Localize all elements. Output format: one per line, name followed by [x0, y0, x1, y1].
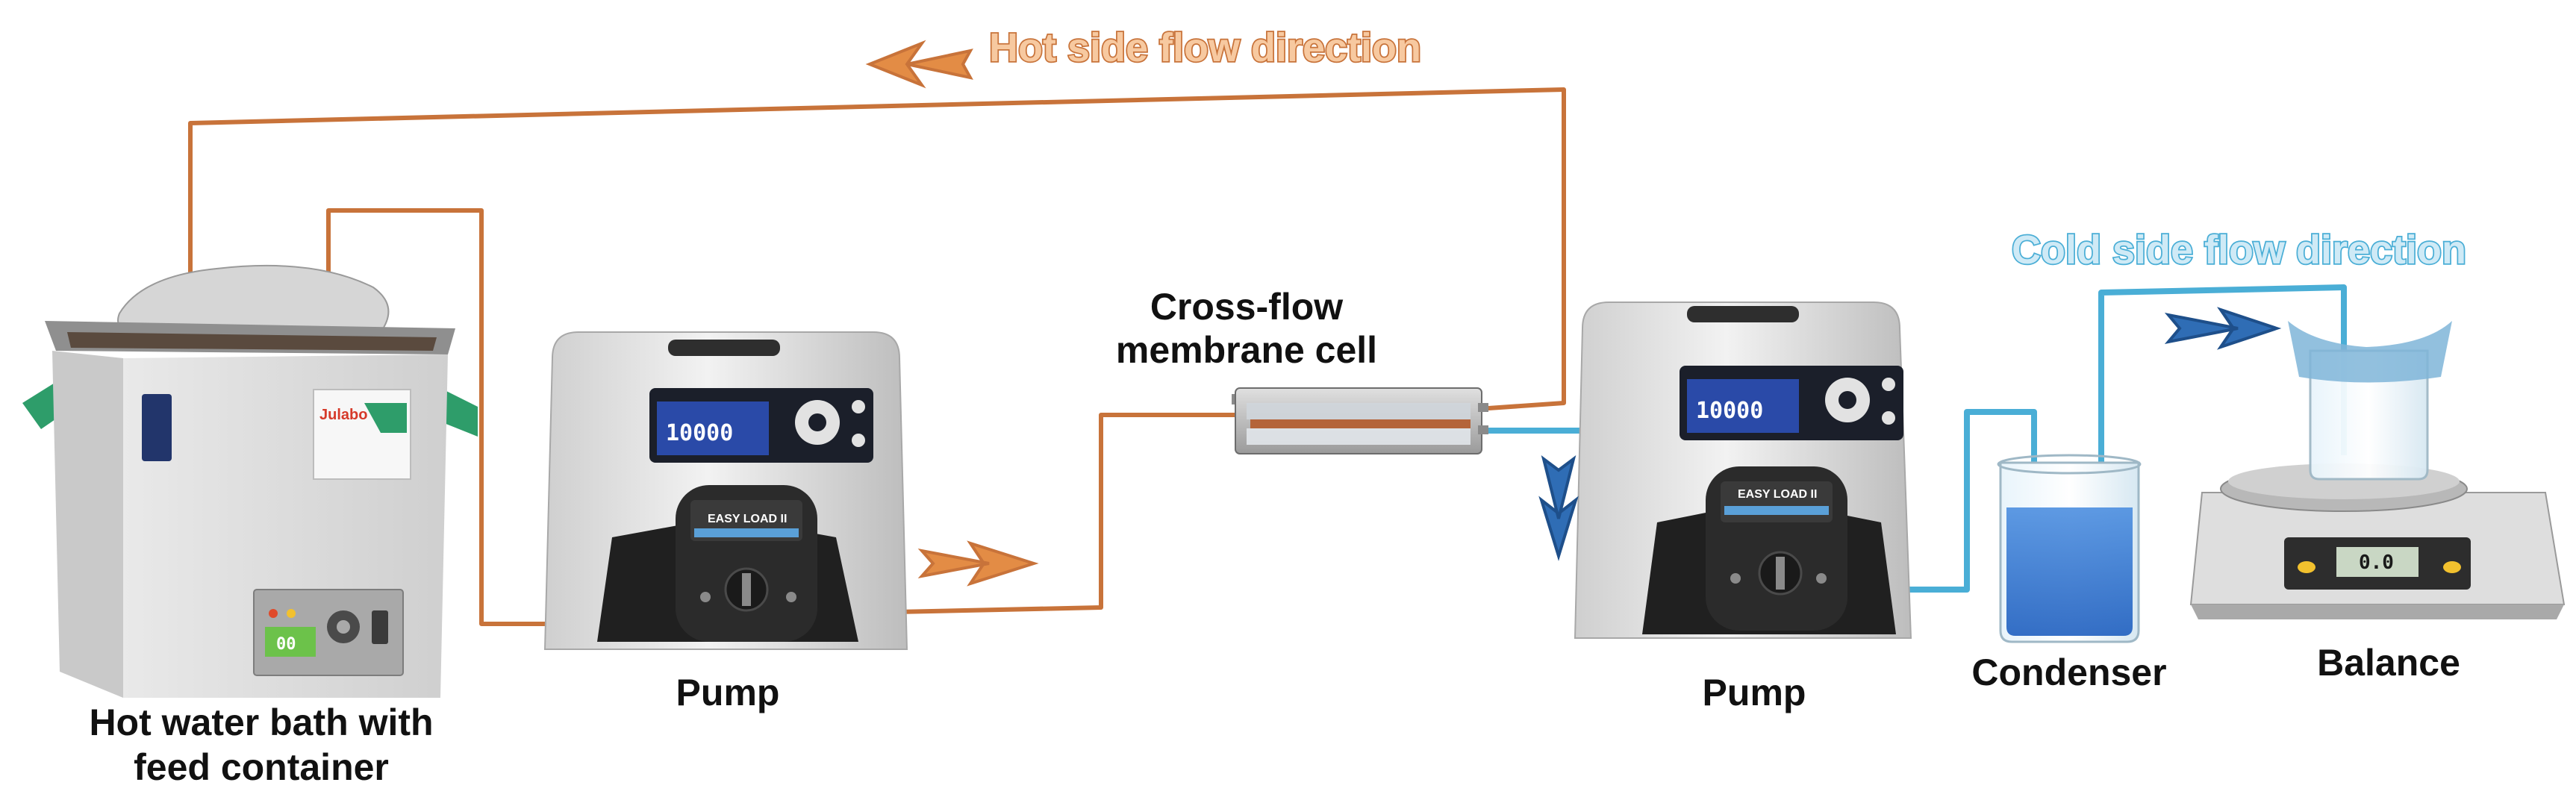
hot-pump-label: Pump	[676, 672, 780, 713]
hot-water-bath: Julabo 00	[22, 264, 478, 698]
membrane-cell-label-line2: membrane cell	[1116, 329, 1377, 371]
balance-label: Balance	[2317, 642, 2460, 684]
condenser-beaker	[1997, 454, 2142, 643]
bath-display-readout: 00	[276, 635, 296, 654]
hot-flow-arrow-middle	[917, 540, 1039, 587]
membrane-cell-label-line1: Cross-flow	[1150, 286, 1343, 328]
hot-pump-display: 10000	[666, 420, 733, 446]
hot-bath-label-line1: Hot water bath with	[89, 702, 433, 743]
cold-flow-arrow-right	[2164, 307, 2282, 350]
cold-side-flow-title: Cold side flow direction	[2012, 228, 2466, 272]
balance: 0.0	[2189, 321, 2566, 619]
hot-side-flow-title: Hot side flow direction	[989, 25, 1421, 70]
bath-brand-label: Julabo	[319, 407, 367, 423]
hot-pump: 10000 EASY LOAD II	[543, 331, 908, 650]
balance-display: 0.0	[2359, 552, 2394, 574]
hot-bath-label-line2: feed container	[134, 746, 389, 788]
cold-pump: 10000 EASY LOAD II	[1574, 301, 1912, 639]
condenser-label: Condenser	[1971, 652, 2166, 693]
hot-flow-arrow-top	[865, 40, 973, 89]
cold-flow-arrow-down	[1538, 455, 1579, 561]
membrane-cell	[1232, 387, 1488, 454]
cold-pump-label: Pump	[1703, 672, 1806, 713]
cold-pump-head-label: EASY LOAD II	[1738, 488, 1817, 501]
hot-pump-head-label: EASY LOAD II	[708, 513, 787, 525]
cold-pump-display: 10000	[1696, 398, 1763, 424]
